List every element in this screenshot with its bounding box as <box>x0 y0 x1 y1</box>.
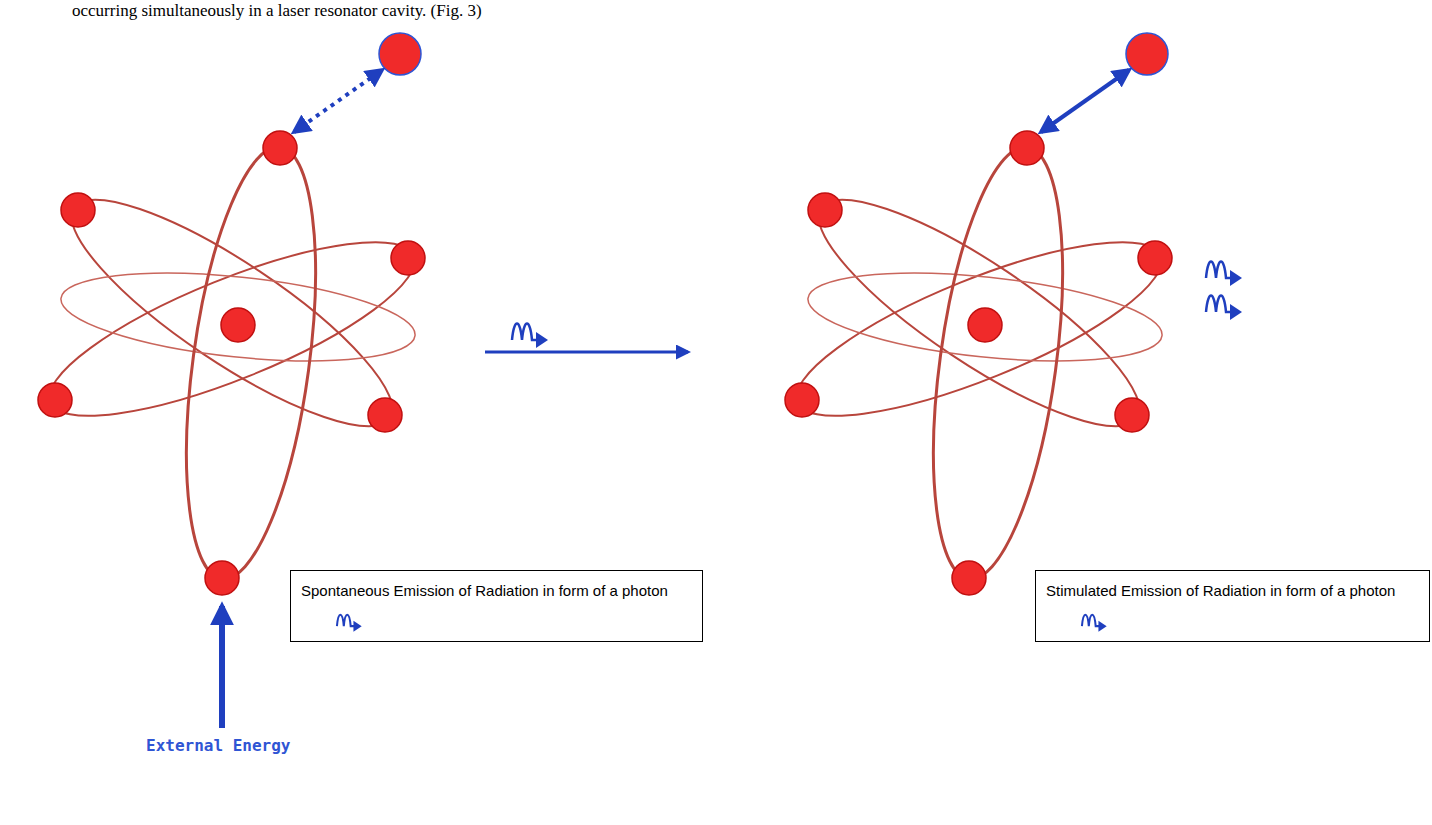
photon-wave <box>1206 296 1242 321</box>
photon-arrow <box>485 351 688 354</box>
box-text: Spontaneous Emission of Radiation in for… <box>301 582 668 599</box>
free-electron <box>1126 33 1168 75</box>
dotted-arrow <box>294 70 382 132</box>
free-electron <box>379 33 421 75</box>
atom <box>779 131 1180 595</box>
photon-icon <box>335 611 365 633</box>
box-text: Stimulated Emission of Radiation in form… <box>1046 582 1395 599</box>
photon-wave <box>512 324 548 349</box>
energy-arrow <box>219 606 225 728</box>
photon-icon <box>1080 611 1110 633</box>
figure-caption-fragment: occurring simultaneously in a laser reso… <box>72 1 482 21</box>
atom <box>32 131 433 595</box>
energy-label: External Energy <box>146 736 291 755</box>
double-arrow <box>1041 70 1129 132</box>
text-box: Spontaneous Emission of Radiation in for… <box>290 570 703 642</box>
photon-wave <box>1206 262 1242 287</box>
text-box: Stimulated Emission of Radiation in form… <box>1035 570 1430 642</box>
